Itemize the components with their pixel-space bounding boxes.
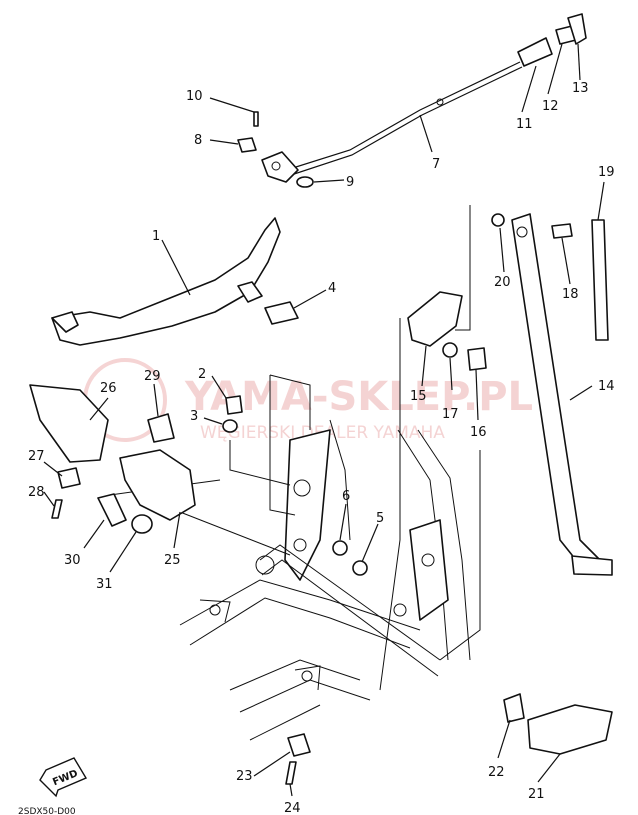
cotter-pin-10 [253, 111, 259, 127]
callout-10: 10 [186, 89, 203, 104]
callout-31: 31 [96, 577, 113, 592]
washer-5 [352, 560, 368, 576]
callout-14: 14 [598, 379, 615, 394]
callouts: 1 2 3 4 5 6 7 8 9 10 11 12 13 14 15 16 1… [28, 81, 615, 815]
callout-11: 11 [516, 117, 533, 132]
callout-8: 8 [194, 133, 202, 148]
bolt-2 [225, 395, 243, 415]
brake-rod [261, 61, 523, 183]
joint-13 [567, 13, 587, 45]
pin-23 [287, 733, 311, 757]
callout-17: 17 [442, 407, 459, 422]
callout-9: 9 [346, 175, 354, 190]
callout-4: 4 [328, 281, 336, 296]
fwd-arrow-icon: FWD [39, 757, 88, 798]
pin-18 [551, 223, 573, 239]
callout-15: 15 [410, 389, 427, 404]
frame [179, 419, 471, 741]
callout-22: 22 [488, 765, 505, 780]
callout-1: 1 [152, 229, 160, 244]
callout-24: 24 [284, 801, 301, 815]
cotter-pin-28 [51, 499, 63, 519]
nut-20 [491, 213, 505, 227]
sidestand [511, 213, 613, 576]
callout-13: 13 [572, 81, 589, 96]
callout-leaders [43, 43, 605, 797]
callout-18: 18 [562, 287, 579, 302]
washer-31 [131, 514, 153, 534]
callout-29: 29 [144, 369, 161, 384]
spring-29 [147, 413, 175, 443]
nut-3 [222, 419, 238, 433]
footrest-21 [527, 704, 613, 755]
bolt-30 [97, 493, 127, 527]
callout-20: 20 [494, 275, 511, 290]
spring-11 [517, 37, 553, 67]
callout-3: 3 [190, 409, 198, 424]
bolt-16 [467, 347, 487, 371]
washer-9 [296, 176, 314, 188]
callout-5: 5 [376, 511, 384, 526]
callout-23: 23 [236, 769, 253, 784]
cotter-pin-24 [285, 761, 297, 785]
footrest-26 [29, 384, 109, 463]
callout-26: 26 [100, 381, 117, 396]
callout-28: 28 [28, 485, 45, 500]
spring-22 [503, 693, 525, 723]
brake-pedal [51, 217, 281, 346]
spring-19 [591, 219, 609, 341]
footer-code: 2SDX50-D00 [18, 807, 76, 815]
bushing-4 [264, 301, 299, 325]
callout-6: 6 [342, 489, 350, 504]
callout-21: 21 [528, 787, 545, 802]
callout-16: 16 [470, 425, 487, 440]
callout-30: 30 [64, 553, 81, 568]
callout-27: 27 [28, 449, 45, 464]
callout-2: 2 [198, 367, 206, 382]
footrest-bracket-25 [119, 449, 196, 521]
pin-8 [237, 137, 257, 153]
callout-25: 25 [164, 553, 181, 568]
callout-12: 12 [542, 99, 559, 114]
washer-17 [442, 342, 458, 358]
plate-27 [57, 467, 81, 489]
washer-6 [332, 540, 348, 556]
callout-7: 7 [432, 157, 440, 172]
callout-19: 19 [598, 165, 615, 180]
bracket-15 [407, 291, 463, 347]
